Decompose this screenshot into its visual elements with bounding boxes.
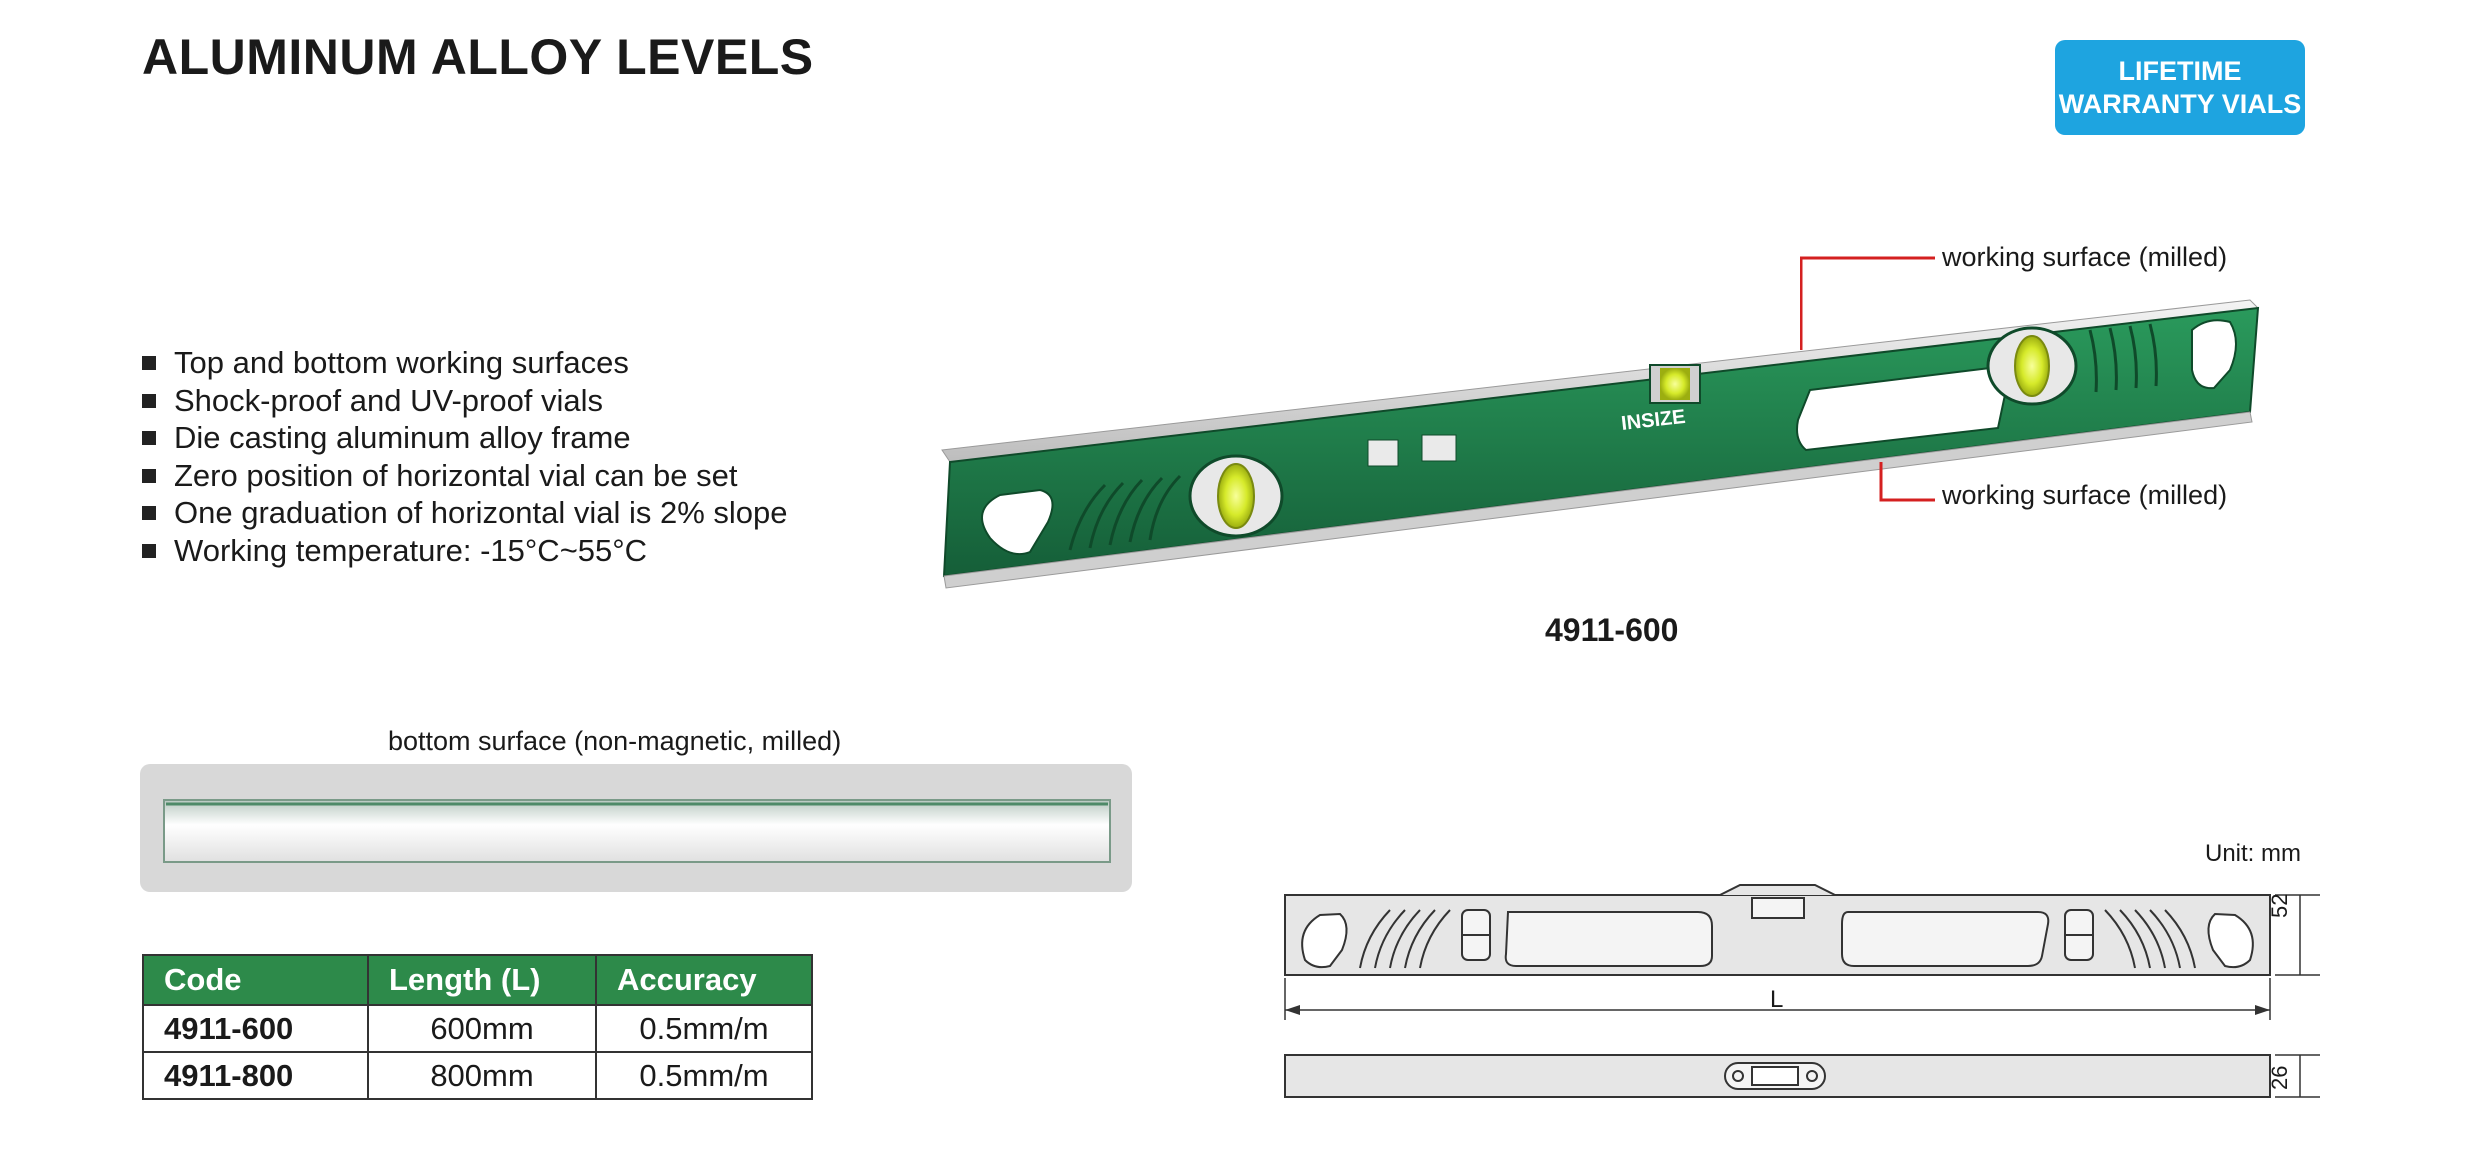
- callout-top-working-surface: working surface (milled): [1942, 242, 2228, 272]
- table-row: 4911-800 800mm 0.5mm/m: [142, 1051, 813, 1100]
- table-header-row: Code Length (L) Accuracy: [142, 954, 813, 1006]
- warranty-badge: LIFETIME WARRANTY VIALS: [2055, 40, 2305, 135]
- height-dimension-label: 52: [2267, 893, 2292, 918]
- feature-item: One graduation of horizontal vial is 2% …: [142, 494, 787, 532]
- cell-code: 4911-800: [142, 1051, 369, 1100]
- bottom-surface-label: bottom surface (non-magnetic, milled): [388, 726, 842, 756]
- model-number: 4911-600: [1545, 612, 1679, 648]
- warranty-badge-line2: WARRANTY VIALS: [2058, 88, 2302, 119]
- spec-table: Code Length (L) Accuracy 4911-600 600mm …: [142, 954, 813, 1100]
- feature-list: Top and bottom working surfaces Shock-pr…: [142, 344, 787, 569]
- feature-item: Shock-proof and UV-proof vials: [142, 382, 787, 420]
- spirit-level-illustration: INSIZE: [941, 299, 2260, 589]
- page-title: ALUMINUM ALLOY LEVELS: [142, 29, 814, 85]
- cell-code: 4911-600: [142, 1004, 369, 1053]
- callout-bottom-working-surface: working surface (milled): [1942, 480, 2228, 510]
- callout-lines: [1800, 256, 1935, 502]
- feature-item: Top and bottom working surfaces: [142, 344, 787, 382]
- feature-item: Die casting aluminum alloy frame: [142, 419, 787, 457]
- table-row: 4911-600 600mm 0.5mm/m: [142, 1004, 813, 1053]
- unit-label: Unit: mm: [2205, 840, 2301, 867]
- width-dimension-label: 26: [2267, 1065, 2292, 1090]
- length-dimension-label: L: [1770, 986, 1784, 1013]
- cell-length: 800mm: [367, 1051, 597, 1100]
- cell-accuracy: 0.5mm/m: [595, 1004, 813, 1053]
- bottom-surface-image: [163, 799, 1111, 863]
- cell-accuracy: 0.5mm/m: [595, 1051, 813, 1100]
- feature-item: Working temperature: -15°C~55°C: [142, 532, 787, 570]
- warranty-badge-line1: LIFETIME: [2118, 55, 2242, 86]
- header-accuracy: Accuracy: [595, 954, 813, 1006]
- header-code: Code: [142, 954, 369, 1006]
- feature-item: Zero position of horizontal vial can be …: [142, 457, 787, 495]
- front-view-drawing: [1284, 884, 2320, 1098]
- header-length: Length (L): [367, 954, 597, 1006]
- cell-length: 600mm: [367, 1004, 597, 1053]
